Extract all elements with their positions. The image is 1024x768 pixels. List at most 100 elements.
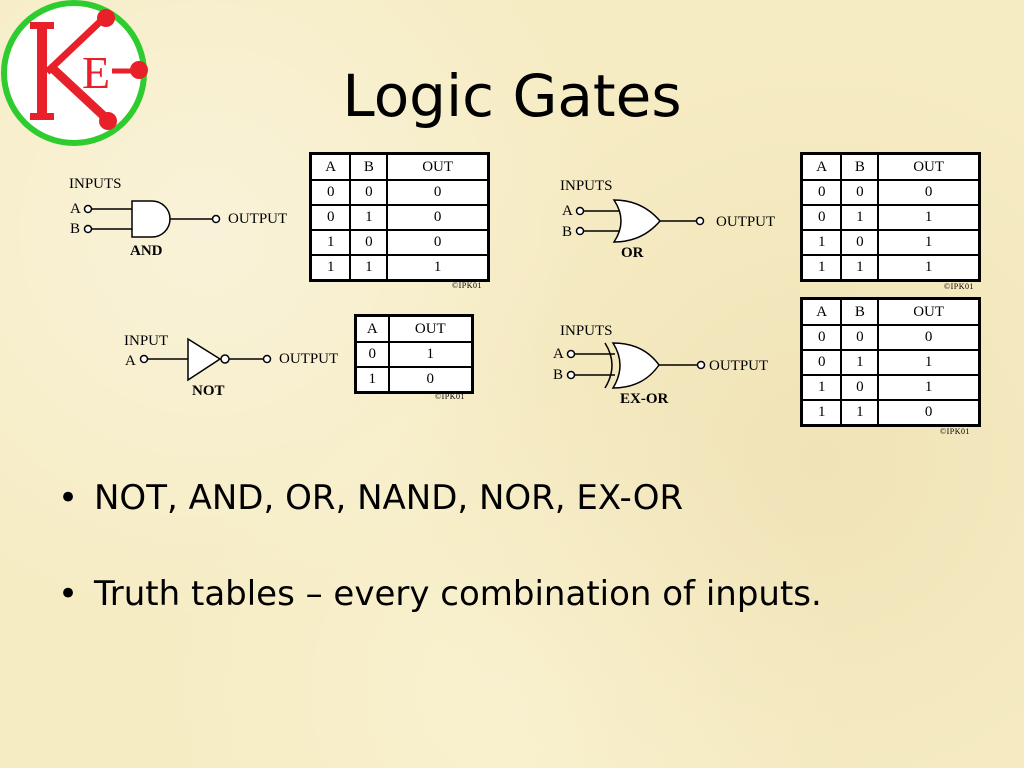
exor-output-label: OUTPUT <box>709 358 769 374</box>
table-cell: 0 <box>802 325 842 350</box>
table-cell: 0 <box>387 180 488 205</box>
table-cell: 0 <box>841 180 879 205</box>
or-input-a-label: A <box>562 203 573 219</box>
table-cell: 1 <box>878 230 979 255</box>
table-cell: 1 <box>311 255 351 280</box>
bullet-marker: • <box>58 574 79 614</box>
svg-text:E: E <box>82 47 110 98</box>
table-cell: 0 <box>387 230 488 255</box>
table-cell: 1 <box>802 255 842 280</box>
or-input-b-label: B <box>562 224 573 240</box>
or-gate-symbol <box>575 199 705 243</box>
table-cell: 0 <box>802 180 842 205</box>
bullet-item: • Truth tables – every combination of in… <box>58 574 822 670</box>
table-header-cell: OUT <box>878 154 979 180</box>
and-output-label: OUTPUT <box>228 211 288 227</box>
table-header-cell: B <box>841 154 879 180</box>
slide-title: Logic Gates <box>342 62 682 130</box>
table-cell: 1 <box>802 400 842 425</box>
table-cell: 0 <box>311 205 351 230</box>
and-inputs-label: INPUTS <box>69 176 122 192</box>
not-input-label: INPUT <box>124 333 169 349</box>
table-header-cell: B <box>350 154 388 180</box>
exor-input-b-label: B <box>553 367 564 383</box>
table-cell: 1 <box>356 367 389 392</box>
or-gate-name: OR <box>621 245 644 261</box>
table-header-row: A OUT <box>356 316 472 342</box>
table-cell: 1 <box>878 255 979 280</box>
table-header-cell: OUT <box>878 299 979 325</box>
bullet-text: NOT, AND, OR, NAND, NOR, EX-OR <box>94 478 684 518</box>
table-cell: 1 <box>388 342 472 367</box>
table-cell: 0 <box>802 205 842 230</box>
table-cell: 0 <box>878 400 979 425</box>
table-cell: 1 <box>387 255 488 280</box>
table-cell: 1 <box>802 230 842 255</box>
table-cell: 1 <box>841 400 879 425</box>
table-cell: 0 <box>878 325 979 350</box>
or-output-label: OUTPUT <box>716 214 776 230</box>
table-cell: 0 <box>841 230 879 255</box>
table-cell: 0 <box>311 180 351 205</box>
and-copyright: ©IPK01 <box>452 281 482 290</box>
bullet-marker: • <box>58 478 79 518</box>
or-copyright: ©IPK01 <box>944 282 974 291</box>
table-header-cell: B <box>841 299 879 325</box>
table-cell: 0 <box>802 350 842 375</box>
table-header-cell: A <box>311 154 351 180</box>
table-header-cell: A <box>802 154 842 180</box>
exor-gate-symbol <box>566 342 706 389</box>
table-cell: 0 <box>350 230 388 255</box>
table-cell: 1 <box>878 375 979 400</box>
table-cell: 1 <box>841 205 879 230</box>
table-header-cell: OUT <box>388 316 472 342</box>
table-cell: 1 <box>802 375 842 400</box>
exor-gate-name: EX-OR <box>620 391 669 407</box>
ke-logo: KE E <box>1 0 148 146</box>
table-cell: 0 <box>388 367 472 392</box>
not-copyright: ©IPK01 <box>435 392 465 401</box>
table-cell: 1 <box>878 205 979 230</box>
table-cell: 0 <box>878 180 979 205</box>
table-header-cell: A <box>802 299 842 325</box>
table-cell: 0 <box>350 180 388 205</box>
bullet-list: • NOT, AND, OR, NAND, NOR, EX-OR • Truth… <box>58 478 822 670</box>
table-header-row: A B OUT <box>802 299 979 325</box>
table-cell: 0 <box>356 342 389 367</box>
or-inputs-label: INPUTS <box>560 178 613 194</box>
not-gate-symbol <box>139 337 272 382</box>
bullet-text: Truth tables – every combination of inpu… <box>94 574 822 614</box>
table-cell: 1 <box>841 255 879 280</box>
and-input-a-label: A <box>70 201 81 217</box>
table-cell: 0 <box>841 325 879 350</box>
exor-input-a-label: A <box>553 346 564 362</box>
table-cell: 1 <box>841 350 879 375</box>
table-cell: 0 <box>841 375 879 400</box>
table-header-cell: A <box>356 316 389 342</box>
and-gate-symbol <box>83 200 221 238</box>
not-gate-name: NOT <box>192 383 225 399</box>
table-cell: 1 <box>350 205 388 230</box>
table-header-cell: OUT <box>387 154 488 180</box>
and-input-b-label: B <box>70 221 81 237</box>
not-input-a-label: A <box>125 353 136 369</box>
table-cell: 1 <box>311 230 351 255</box>
exor-inputs-label: INPUTS <box>560 323 613 339</box>
and-gate-name: AND <box>130 243 163 259</box>
